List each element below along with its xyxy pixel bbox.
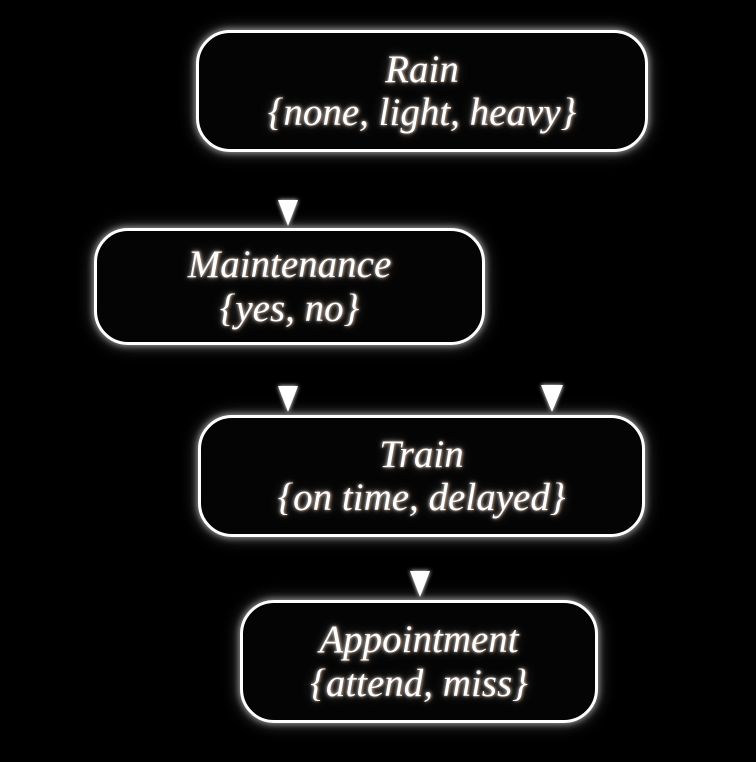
node-maintenance[interactable]: Maintenance {yes, no} xyxy=(94,228,485,345)
node-maintenance-title: Maintenance xyxy=(187,243,392,287)
node-appointment[interactable]: Appointment {attend, miss} xyxy=(240,600,598,723)
node-rain-states: {none, light, heavy} xyxy=(267,91,577,134)
node-appointment-states: {attend, miss} xyxy=(310,661,528,705)
edge-rain-to-maintenance xyxy=(278,156,298,226)
node-maintenance-states: {yes, no} xyxy=(219,286,360,330)
edge-rain-to-train xyxy=(541,156,563,412)
edge-maintenance-to-train xyxy=(278,349,298,412)
node-appointment-title: Appointment xyxy=(319,618,519,662)
node-train[interactable]: Train {on time, delayed} xyxy=(198,415,645,537)
node-rain[interactable]: Rain {none, light, heavy} xyxy=(196,30,648,152)
node-rain-title: Rain xyxy=(385,47,459,91)
edge-train-to-appointment xyxy=(410,541,430,597)
node-train-states: {on time, delayed} xyxy=(277,476,566,519)
node-train-title: Train xyxy=(379,432,464,476)
